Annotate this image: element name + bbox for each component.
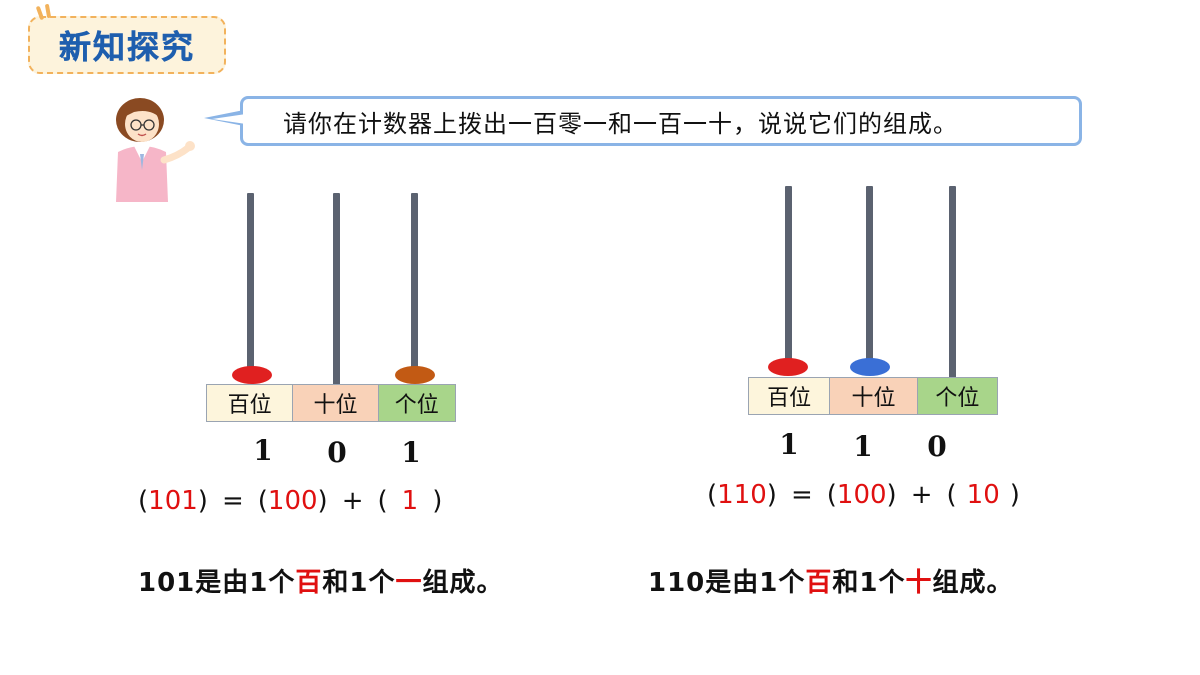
speech-bubble-text: 请你在计数器上拨出一百零一和一百一十，说说它们的组成。	[283, 109, 958, 138]
equation-hundreds: 100	[267, 486, 318, 516]
digit-hundreds-left: 1	[253, 434, 273, 467]
plus-sign: +	[341, 486, 364, 516]
place-label-hundreds: 百位	[749, 378, 831, 414]
equation-right: (110) = (100) + (10)	[707, 480, 1020, 510]
equation-ones: 1	[401, 486, 419, 516]
place-value-table-left: 百位 十位 个位	[206, 384, 456, 422]
teacher-illustration	[116, 98, 195, 202]
speech-bubble: 请你在计数器上拨出一百零一和一百一十，说说它们的组成。	[240, 96, 1082, 146]
digit-tens-left: 0	[327, 436, 347, 469]
section-title-tag: 新知探究	[28, 16, 226, 74]
digit-ones-left: 1	[401, 436, 421, 469]
place-label-tens: 十位	[293, 385, 379, 421]
place-value-table-right: 百位 十位 个位	[748, 377, 998, 415]
equals-sign: =	[221, 486, 244, 516]
equation-total: 101	[148, 486, 198, 516]
place-label-hundreds: 百位	[207, 385, 294, 421]
abacus-rod-ones	[949, 186, 956, 378]
abacus-bead-hundreds	[768, 358, 808, 376]
equals-sign: =	[790, 480, 813, 510]
abacus-rod-hundreds	[247, 193, 254, 373]
equation-hundreds: 100	[836, 480, 887, 510]
abacus-bead-hundreds	[232, 366, 272, 384]
abacus-rod-ones	[411, 193, 418, 373]
abacus-bead-tens	[850, 358, 890, 376]
section-title: 新知探究	[58, 28, 195, 67]
equation-left: (101) = (100) + (1)	[138, 486, 443, 516]
abacus-bead-ones	[395, 366, 435, 384]
digit-hundreds-right: 1	[779, 428, 799, 461]
place-label-tens: 十位	[830, 378, 918, 414]
place-label-ones: 个位	[917, 378, 997, 414]
composition-sentence-right: 110是由1个百和1个十组成。	[648, 568, 1014, 598]
place-label-ones: 个位	[378, 385, 455, 421]
plus-sign: +	[910, 480, 933, 510]
abacus-rod-hundreds	[785, 186, 792, 366]
abacus-rod-tens	[866, 186, 873, 366]
abacus-rod-tens	[333, 193, 340, 385]
digit-ones-right: 0	[927, 430, 947, 463]
composition-sentence-left: 101是由1个百和1个一组成。	[138, 568, 504, 598]
digit-tens-right: 1	[853, 430, 873, 463]
equation-tens: 10	[966, 480, 1000, 510]
equation-total: 110	[717, 480, 767, 510]
